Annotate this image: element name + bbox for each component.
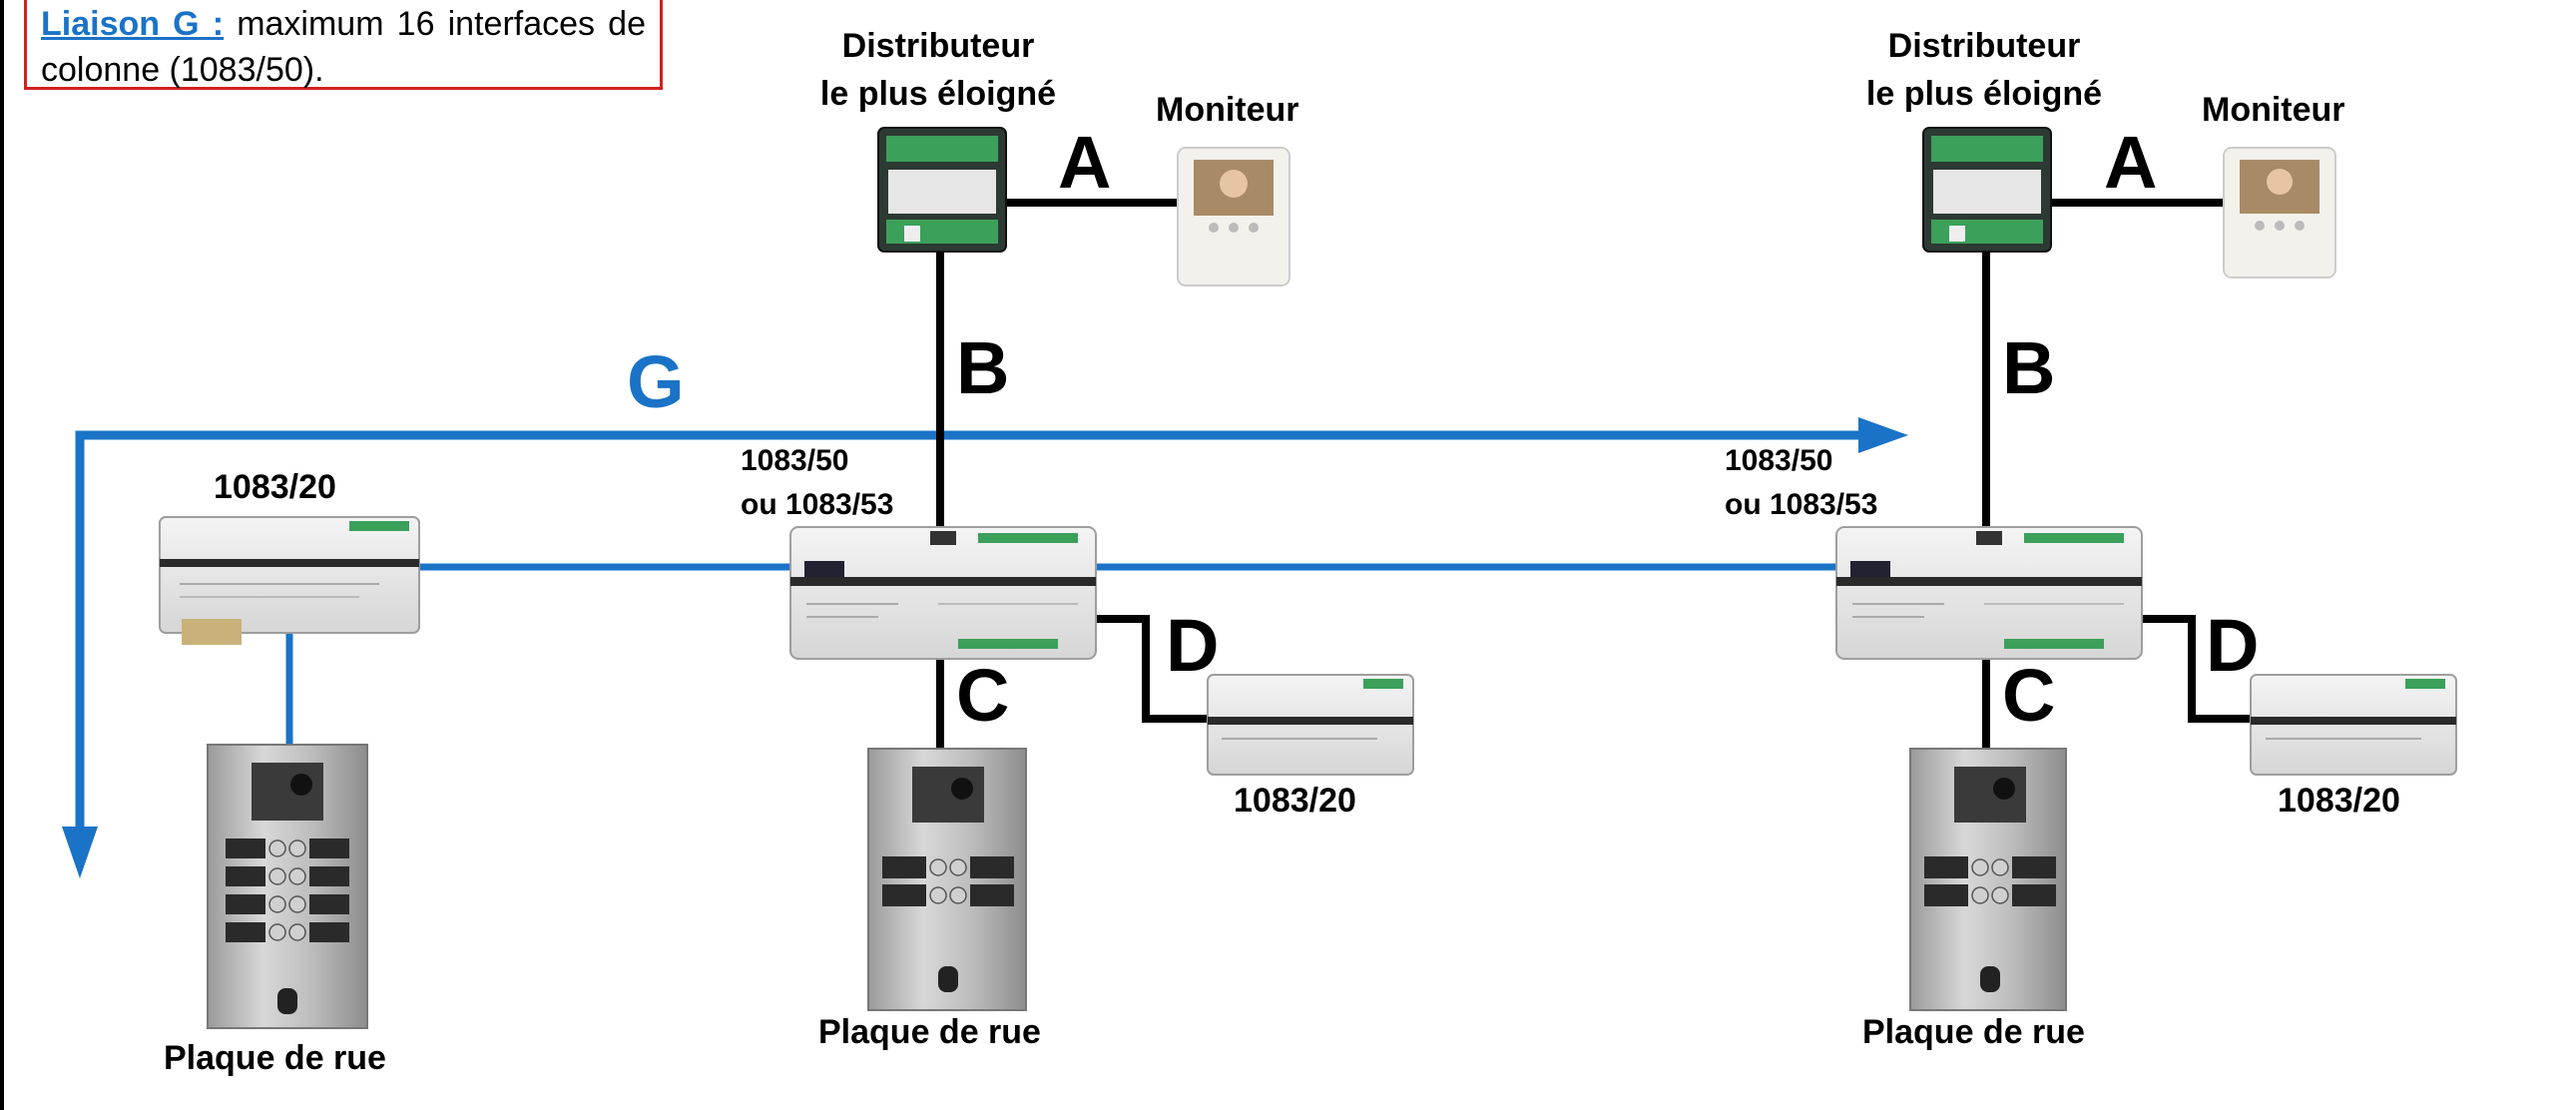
distributor-label-line2: le plus éloigné: [819, 75, 1057, 113]
power-supply-device-right: [2250, 674, 2457, 776]
link-letter-b-right: B: [2002, 326, 2056, 409]
adapter-label-right: 1083/50 ou 1083/53: [1725, 439, 1877, 527]
power-supply-label-middle: 1083/20: [1234, 782, 1356, 820]
note-box: Liaison G : maximum 16 interfaces de col…: [24, 0, 663, 90]
power-supply-device-middle: [1207, 674, 1414, 776]
distributor-label-right-line1: Distributeur: [1887, 27, 2081, 65]
monitor-device: [1177, 147, 1290, 286]
column-adapter-device-right: [1835, 526, 2143, 660]
distributor-device: [877, 127, 1007, 253]
link-letter-d: D: [1166, 604, 1220, 687]
street-panel-label-middle: Plaque de rue: [818, 1013, 1041, 1051]
column-adapter-device: [789, 526, 1097, 660]
note-text: maximum 16 interfaces de colonne (1083/5…: [41, 5, 646, 89]
bus-links: [285, 563, 1840, 751]
adapter-label-right-line1: 1083/50: [1725, 444, 1833, 477]
distributor-label-line1: Distributeur: [841, 27, 1035, 65]
adapter-label-right-line2: ou 1083/53: [1725, 488, 1878, 521]
street-panel-device-middle: [867, 748, 1027, 1011]
street-panel-label-right: Plaque de rue: [1862, 1013, 2085, 1051]
note-title: Liaison G :: [41, 5, 225, 43]
monitor-label: Moniteur: [1156, 91, 1299, 129]
adapter-label-line2: ou 1083/53: [741, 488, 894, 521]
wires-right: [1982, 199, 2251, 749]
link-letter-b: B: [956, 326, 1010, 409]
adapter-label: 1083/50 ou 1083/53: [741, 439, 893, 527]
street-panel-label: Plaque de rue: [164, 1039, 386, 1077]
distributor-label-right: Distributeur le plus éloigné: [1834, 22, 2134, 118]
street-panel-device: [207, 744, 368, 1029]
link-letter-a-right: A: [2104, 121, 2158, 204]
left-border: [0, 0, 4, 1110]
monitor-label-right: Moniteur: [2202, 91, 2345, 129]
power-supply-label: 1083/20: [214, 468, 336, 506]
distributor-label: Distributeur le plus éloigné: [788, 22, 1088, 118]
link-letter-d-right: D: [2206, 604, 2260, 687]
power-supply-device: [159, 516, 420, 645]
distributor-label-right-line2: le plus éloigné: [1865, 75, 2103, 113]
monitor-device-right: [2223, 147, 2336, 278]
link-letter-c: C: [956, 654, 1010, 737]
adapter-label-line1: 1083/50: [741, 444, 849, 477]
link-letter-c-right: C: [2002, 654, 2056, 737]
distributor-device-right: [1922, 127, 2052, 253]
link-letter-a: A: [1058, 121, 1112, 204]
link-letter-g: G: [627, 340, 685, 423]
bus-g-arrow: [62, 417, 1908, 878]
street-panel-device-right: [1909, 748, 2067, 1011]
power-supply-label-right: 1083/20: [2278, 782, 2400, 820]
wires-left: [936, 199, 1208, 749]
